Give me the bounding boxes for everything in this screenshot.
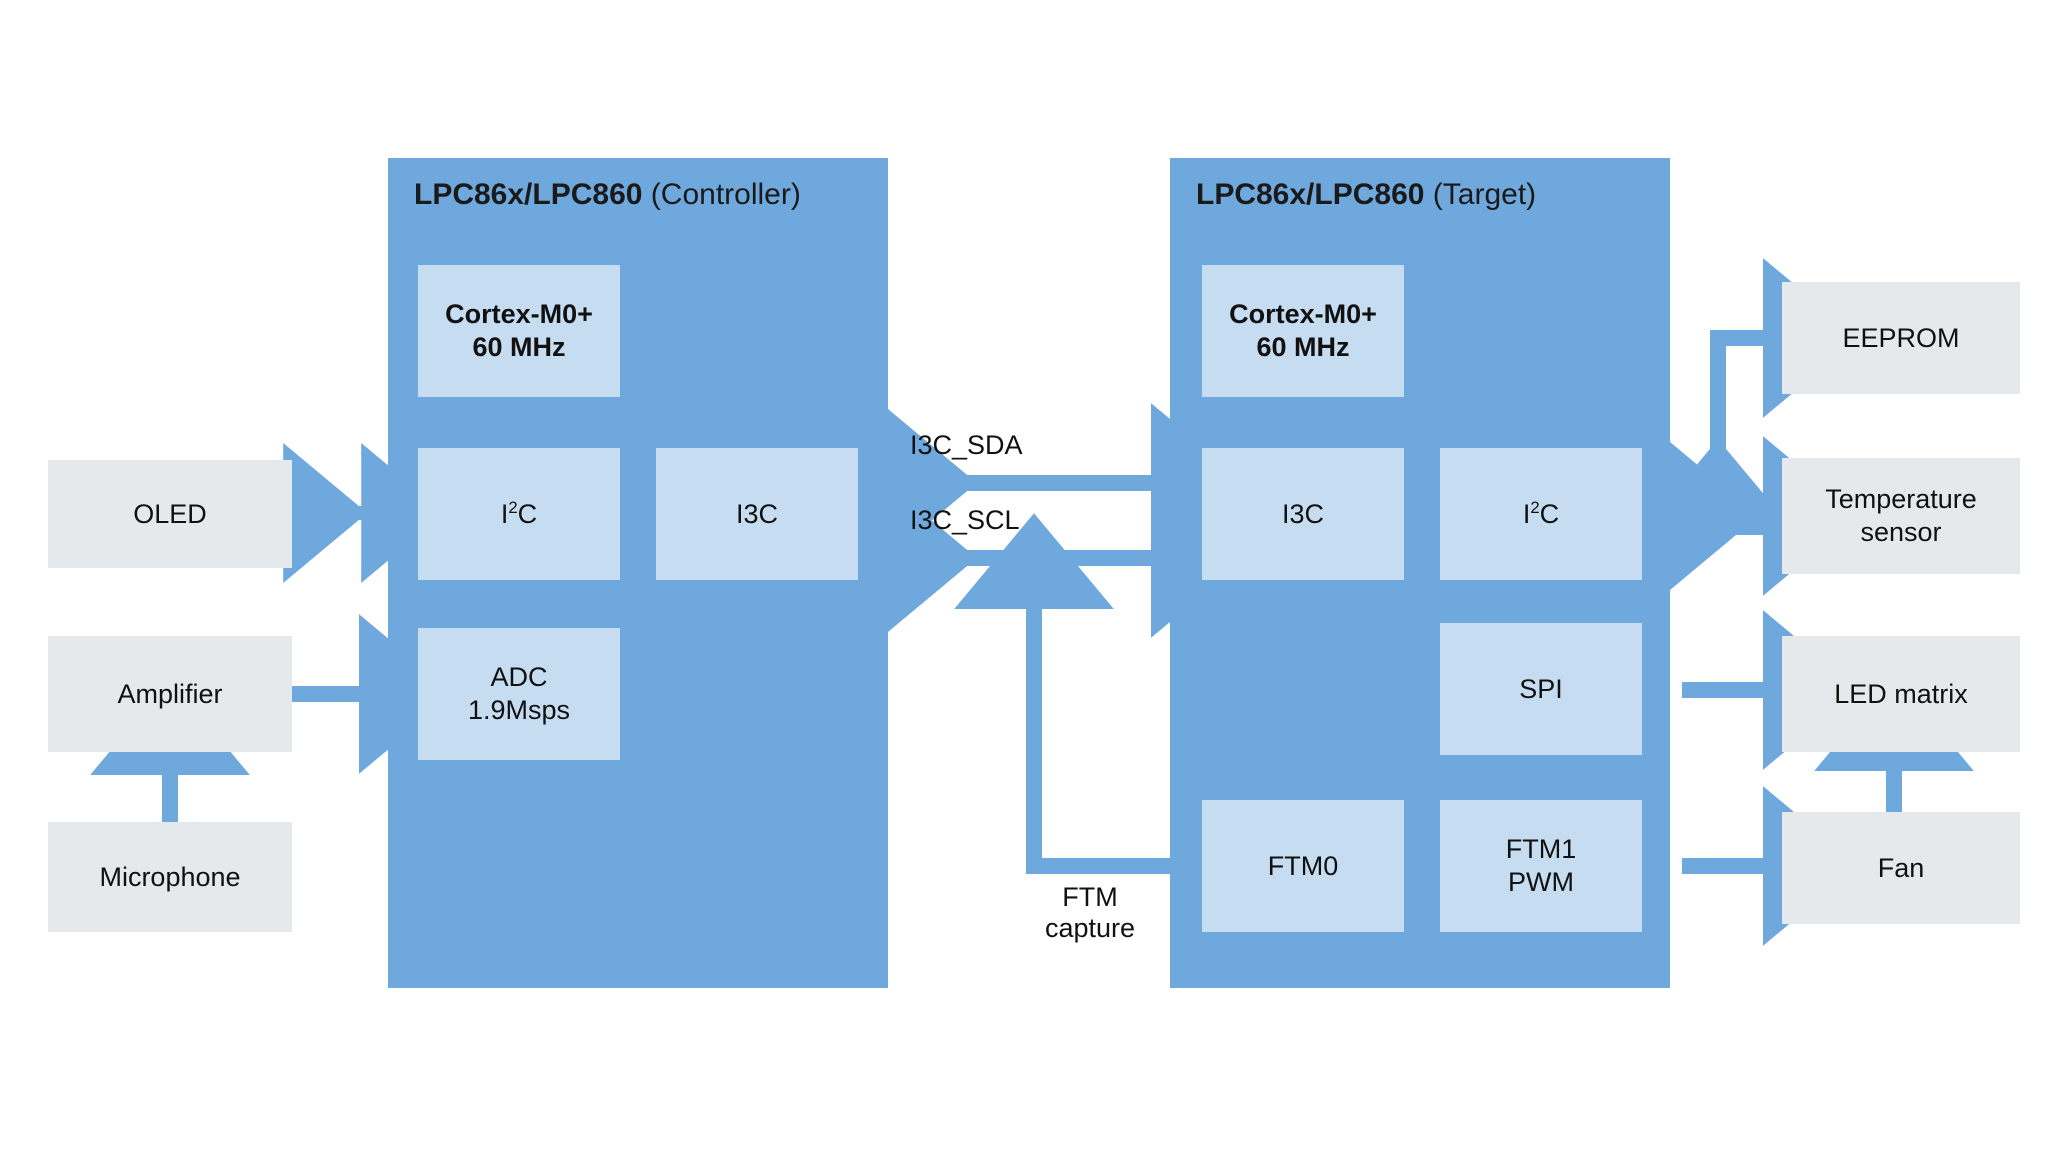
- peripheral-eeprom: EEPROM: [1782, 282, 2020, 394]
- target-cpu-block: Cortex-M0+ 60 MHz: [1202, 265, 1404, 397]
- peripheral-microphone: Microphone: [48, 822, 292, 932]
- controller-i3c-block: I3C: [656, 448, 858, 580]
- controller-adc-block: ADC 1.9Msps: [418, 628, 620, 760]
- arrow-ftm-capture: [954, 513, 1170, 874]
- controller-i2c-block: I2C: [418, 448, 620, 580]
- peripheral-temperature-sensor: Temperature sensor: [1782, 458, 2020, 574]
- target-i3c-block: I3C: [1202, 448, 1404, 580]
- label-i3c-sda: I3C_SDA: [910, 430, 1023, 460]
- target-title-bold: LPC86x/LPC860: [1196, 178, 1425, 211]
- target-ftm1-pwm-block: FTM1 PWM: [1440, 800, 1642, 932]
- controller-title-bold: LPC86x/LPC860: [414, 178, 643, 211]
- target-i2c-block: I2C: [1440, 448, 1642, 580]
- peripheral-amplifier: Amplifier: [48, 636, 292, 752]
- target-title-suffix: (Target): [1424, 178, 1537, 211]
- target-spi-block: SPI: [1440, 623, 1642, 755]
- target-ftm0-block: FTM0: [1202, 800, 1404, 932]
- label-i3c-scl: I3C_SCL: [910, 505, 1020, 535]
- controller-cpu-block: Cortex-M0+ 60 MHz: [418, 265, 620, 397]
- peripheral-oled: OLED: [48, 460, 292, 568]
- peripheral-led-matrix: LED matrix: [1782, 636, 2020, 752]
- target-i2c-label: I2C: [1522, 497, 1560, 529]
- label-ftm-capture: FTM capture: [1044, 882, 1136, 943]
- target-title: LPC86x/LPC860 (Target): [1196, 178, 1536, 212]
- controller-title-suffix: (Controller): [642, 178, 801, 211]
- controller-i2c-label: I2C: [500, 497, 538, 529]
- peripheral-fan: Fan: [1782, 812, 2020, 924]
- arrow-i2c-branch-to-eeprom: [1638, 258, 1859, 536]
- controller-title: LPC86x/LPC860 (Controller): [414, 178, 801, 212]
